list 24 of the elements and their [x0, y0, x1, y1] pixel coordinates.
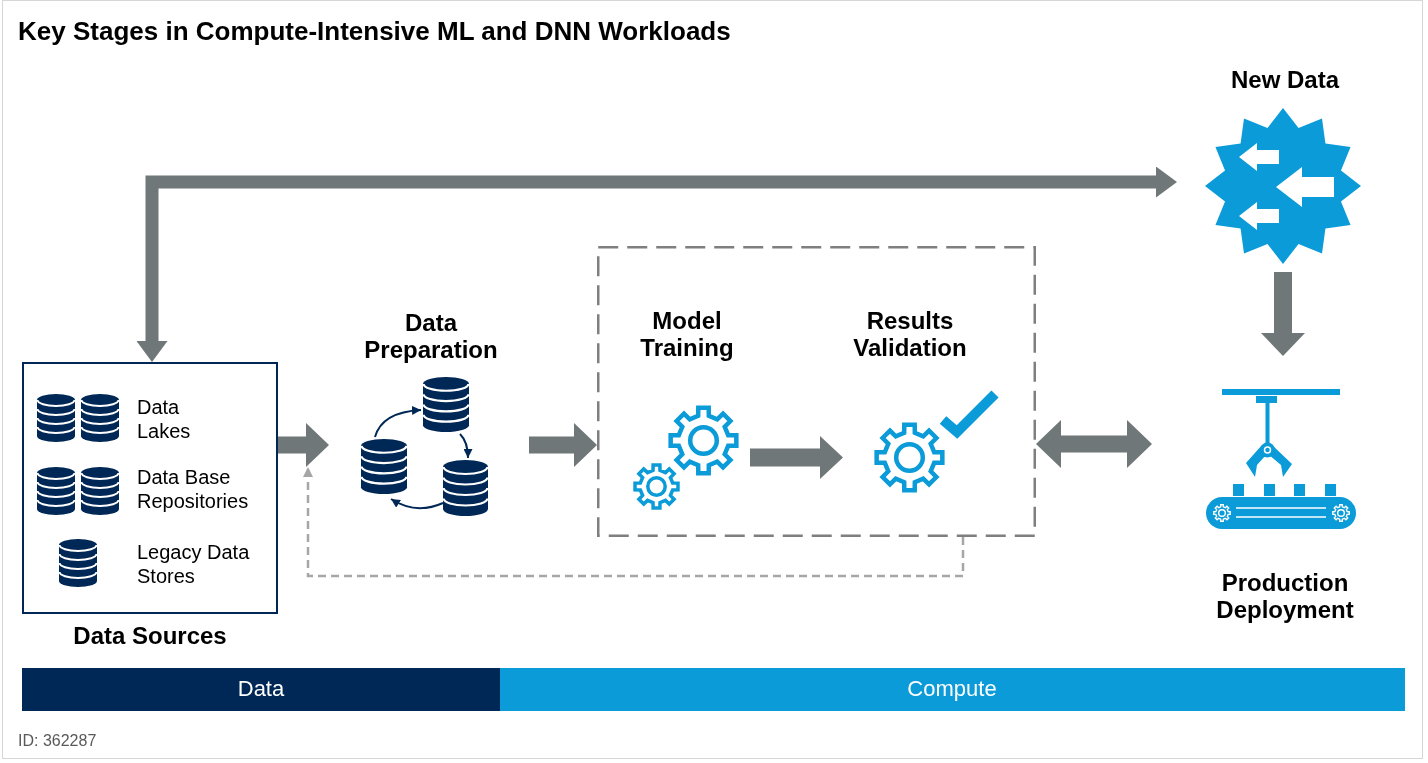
- stage-label: New Data: [1230, 66, 1340, 93]
- data-source-label: Data Lakes: [137, 395, 192, 443]
- data-source-label: Data Base Repositories: [137, 465, 250, 513]
- phase-band: [500, 668, 1405, 711]
- band-label: Compute: [906, 676, 998, 702]
- figure-id: ID: 362287: [18, 731, 98, 751]
- title: Key Stages in Compute-Intensive ML and DNN Workloads: [18, 16, 732, 46]
- arrow: [529, 423, 597, 467]
- dashed-group-frame: [597, 246, 1036, 537]
- double-arrow: [136, 166, 1177, 362]
- band-label: Data: [237, 676, 285, 702]
- data-sources-panel: [22, 362, 278, 614]
- arrow: [1261, 272, 1305, 356]
- phase-band: [22, 668, 500, 711]
- arrow: [278, 423, 329, 467]
- panel-caption: Data Sources: [72, 622, 228, 649]
- data-source-label: Legacy Data Stores: [137, 540, 251, 588]
- dashed-arrow: [303, 467, 965, 578]
- double-arrow: [1036, 420, 1152, 468]
- stage-label: Results Validation: [852, 307, 968, 361]
- stage-label: Model Training: [639, 307, 735, 361]
- stage-label: Data Preparation: [363, 309, 499, 363]
- arrow: [750, 436, 843, 479]
- stage-label: Production Deployment: [1215, 569, 1355, 623]
